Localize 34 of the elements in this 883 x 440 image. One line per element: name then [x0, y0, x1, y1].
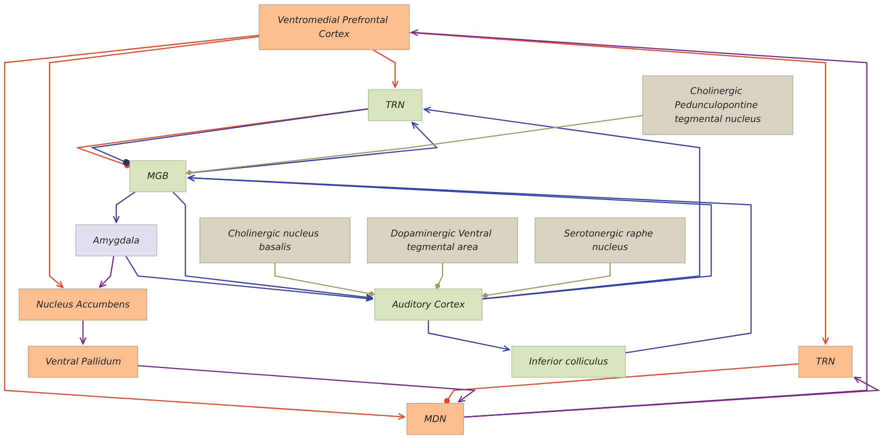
connector [274, 263, 375, 298]
arrow [138, 366, 476, 403]
connector [482, 263, 611, 299]
arrow [372, 50, 399, 88]
node-box: Dopaminergic Ventral tegmental area [367, 218, 518, 264]
node-box: Amygdala [75, 224, 158, 257]
node-box: MGB [130, 160, 186, 193]
node-box: Cholinergic nucleus basalis [200, 218, 350, 264]
node-box: MDN [406, 403, 464, 436]
arrow [99, 256, 114, 288]
arrow [411, 30, 868, 418]
connector [435, 263, 444, 290]
arrow [172, 192, 374, 302]
node-box: TRN [798, 346, 853, 378]
arrow [49, 36, 260, 288]
arrow [80, 320, 86, 345]
arrow [125, 256, 374, 302]
node-box: Ventromedial Prefrontal Cortex [258, 4, 410, 50]
arrow [186, 122, 438, 174]
node-box: Inferior colliculus [511, 346, 626, 378]
node-box: Auditory Cortex [374, 289, 482, 321]
connector [186, 115, 643, 176]
arrow [428, 320, 510, 352]
arrow [188, 174, 752, 354]
node-box: Nucleus Accumbens [18, 289, 148, 321]
node-box: Cholinergic Pedunculopontine tegmental nucleus [642, 76, 794, 136]
arrow [409, 32, 829, 345]
connector [444, 364, 799, 404]
node-box: TRN [368, 90, 422, 122]
arrow [424, 107, 700, 300]
arrow [464, 377, 880, 418]
node-box: Serotonergic raphe nucleus [534, 218, 686, 264]
arrow [4, 35, 406, 420]
arrow [112, 192, 136, 224]
